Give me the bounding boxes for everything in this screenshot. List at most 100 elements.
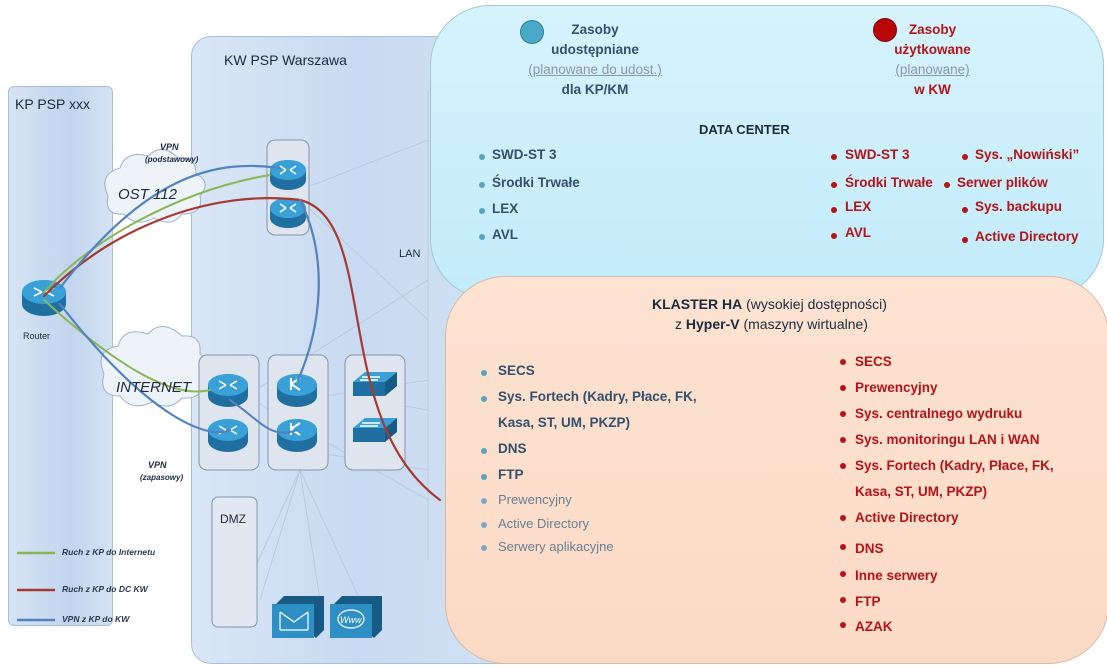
bullet-icon (831, 182, 837, 188)
bullet-icon (962, 237, 968, 243)
cluster-subtitle: z Hyper-V (maszyny wirtualne) (675, 316, 868, 332)
cluster-shared-item: DNS (498, 441, 527, 456)
cluster-used-item: DNS (855, 541, 884, 556)
dc-shared-item: Środki Trwałe (492, 175, 580, 190)
internet-traffic-line (43, 174, 271, 293)
dmz-box (211, 496, 258, 628)
dmz-label: DMZ (220, 512, 246, 526)
svg-text:Www: Www (340, 615, 362, 625)
vpn-primary-sub: (podstawowy) (145, 155, 199, 164)
bullet-icon (479, 234, 485, 240)
cluster-used-item: Inne serwery (855, 568, 938, 583)
cluster-used-item: AZAK (855, 619, 893, 634)
internet-label: INTERNET (116, 379, 191, 396)
legend-vpn: VPN z KP do KW (62, 614, 130, 624)
dc-shared-item: SWD-ST 3 (492, 147, 557, 162)
cluster-planned-item: Active Directory (498, 516, 590, 531)
bullet-icon (944, 182, 950, 188)
cluster-used-item: Kasa, ST, UM, PKZP) (855, 484, 988, 499)
cluster-used-item: SECS (855, 354, 892, 369)
shared-header-line1: Zasoby (571, 22, 619, 37)
cluster-title-bold: KLASTER HA (652, 296, 743, 312)
dc-used-item: Serwer plików (957, 175, 1048, 190)
cluster-used-item: Sys. Fortech (Kadry, Płace, FK, (855, 458, 1054, 473)
router-label: Router (23, 331, 51, 341)
bullet-icon (481, 474, 487, 480)
bullet-icon (479, 208, 485, 214)
internet-router-group (198, 354, 260, 471)
used-resources-icon (873, 18, 897, 42)
bullet-icon (962, 207, 968, 213)
data-center-panel (430, 5, 1104, 299)
kw-title: KW PSP Warszawa (224, 52, 347, 68)
shared-header-line3: (planowane do udost.) (528, 62, 662, 77)
bullet-icon (481, 396, 487, 402)
dc-used-item: AVL (845, 225, 871, 240)
legend-dc: Ruch z KP do DC KW (62, 584, 148, 594)
bullet-icon (479, 154, 485, 160)
bullet-icon (840, 411, 846, 417)
vpn-primary-label: VPN (160, 142, 179, 152)
bullet-icon (840, 544, 846, 550)
used-header-line3: (planowane) (895, 62, 970, 77)
bullet-icon (840, 385, 846, 391)
bullet-icon (481, 522, 487, 528)
cluster-shared-item: Sys. Fortech (Kadry, Płace, FK, (498, 389, 697, 404)
bullet-icon (481, 370, 487, 376)
cluster-title-rest: (wysokiej dostępności) (742, 296, 887, 312)
dc-used-item: Active Directory (975, 229, 1079, 244)
bullet-icon (840, 515, 846, 521)
cluster-used-item: Sys. monitoringu LAN i WAN (855, 432, 1040, 447)
cluster-sub-bold: Hyper-V (685, 316, 740, 332)
bullet-icon (840, 597, 846, 603)
legend-internet: Ruch z KP do Internetu (62, 547, 156, 557)
dc-used-item: Środki Trwałe (845, 175, 933, 190)
cluster-title: KLASTER HA (wysokiej dostępności) (652, 296, 887, 312)
bullet-icon (840, 359, 846, 365)
dc-used-item: Sys. „Nowiński” (975, 147, 1080, 162)
vpn-backup-label: VPN (148, 460, 167, 470)
used-resources-header: Zasoby użytkowane (planowane) w KW (880, 20, 985, 100)
bullet-icon (840, 622, 846, 628)
bullet-icon (831, 154, 837, 160)
data-center-title: DATA CENTER (699, 122, 790, 137)
cluster-used-item: FTP (855, 594, 881, 609)
dc-shared-item: LEX (492, 201, 519, 216)
bullet-icon (481, 545, 487, 551)
shared-header-line2: udostępniane (551, 42, 639, 57)
lan-label: LAN (399, 248, 421, 260)
used-header-line1: Zasoby (908, 22, 957, 37)
bullet-icon (481, 448, 487, 454)
bullet-icon (840, 571, 846, 577)
bullet-icon (481, 498, 487, 504)
legend-lines (17, 551, 55, 622)
cluster-used-item: Active Directory (855, 510, 959, 525)
cluster-planned-item: Serwery aplikacyjne (498, 539, 614, 554)
bullet-icon (840, 437, 846, 443)
shared-resources-header: Zasoby udostępniane (planowane do udost.… (510, 20, 680, 100)
bullet-icon (831, 233, 837, 239)
cluster-shared-item: Kasa, ST, UM, PKZP) (498, 415, 631, 430)
cluster-shared-item: FTP (498, 467, 524, 482)
vpn-backup-sub: (zapasowy) (140, 473, 184, 482)
kp-title: KP PSP xxx (15, 96, 90, 112)
bullet-icon (840, 463, 846, 469)
dc-shared-item: AVL (492, 227, 518, 242)
vpn-line (58, 164, 282, 290)
shared-header-line4: dla KP/KM (561, 82, 629, 97)
kp-panel (8, 86, 113, 626)
cluster-used-item: Sys. centralnego wydruku (855, 406, 1023, 421)
cluster-used-item: Prewencyjny (855, 380, 938, 395)
cluster-shared-item: SECS (498, 363, 535, 378)
cluster-ha-panel (445, 276, 1107, 664)
dmz-server-icons: Www (272, 596, 382, 638)
firewall-group (267, 354, 329, 471)
used-header-line4: w KW (914, 82, 951, 97)
shared-resources-icon (520, 20, 544, 44)
dc-used-item: Sys. backupu (975, 199, 1063, 214)
cluster-sub-rest: (maszyny wirtualne) (739, 316, 868, 332)
cluster-sub-prefix: z (675, 316, 686, 332)
bullet-icon (831, 207, 837, 213)
dc-used-item: SWD-ST 3 (845, 147, 910, 162)
